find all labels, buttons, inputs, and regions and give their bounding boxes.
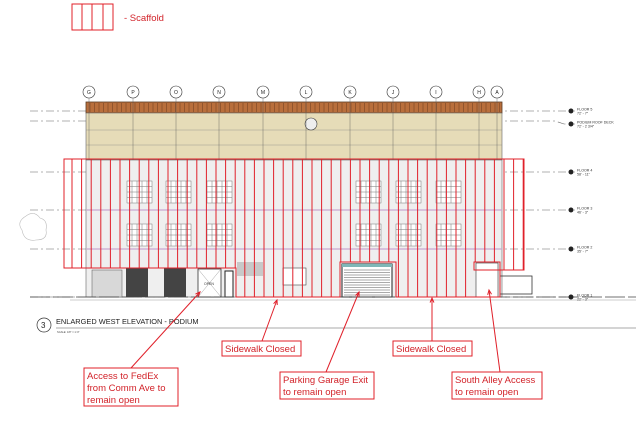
callout-sidewalk2-text: Sidewalk Closed	[396, 344, 466, 355]
garage-door	[341, 263, 393, 298]
ground-wall	[91, 269, 123, 298]
level-name: PODIUM ROOF DECK	[577, 121, 614, 125]
level-marker-icon	[568, 169, 574, 175]
legend: - Scaffold	[71, 3, 164, 31]
arrowhead-icon	[273, 298, 278, 306]
level-marker-icon	[568, 108, 574, 114]
arrowhead-icon	[487, 288, 492, 295]
grid-label: I	[435, 90, 436, 96]
level-name: FLOOR 5	[577, 108, 592, 112]
level-elevation: 22' - 3"	[577, 298, 589, 302]
building-elevation: OPEN	[19, 101, 636, 301]
grid-label: J	[392, 90, 395, 96]
louver	[237, 262, 263, 276]
grid-label: K	[348, 90, 352, 96]
grid-label: L	[305, 90, 308, 96]
level-elevation: 46' - 3"	[577, 211, 589, 215]
view-title-text: ENLARGED WEST ELEVATION - PODIUM	[56, 317, 199, 326]
level-name: FLOOR 3	[577, 207, 592, 211]
callout-leader	[488, 289, 501, 373]
grid-label: H	[477, 90, 481, 96]
callout-garage-text: to remain open	[283, 387, 346, 398]
alley-door	[475, 262, 499, 298]
grid-label: P	[131, 90, 135, 96]
callout-box	[279, 371, 375, 400]
legend-label: - Scaffold	[124, 13, 164, 24]
level-marker-icon	[568, 246, 574, 252]
grid-label: G	[87, 90, 91, 96]
fedex-door: OPEN	[197, 268, 234, 298]
level-elevation: 72' - 7"	[577, 112, 589, 116]
storefront	[164, 268, 186, 297]
view-scale: SCALE: 1/8" = 1'-0"	[57, 330, 80, 334]
callout-leader	[261, 299, 278, 342]
arrowhead-icon	[195, 291, 201, 297]
callout-box	[221, 340, 302, 357]
callout-alley-text: South Alley Access	[455, 375, 536, 386]
callout-leader	[325, 291, 360, 373]
grid-label: M	[261, 90, 265, 96]
railing	[499, 275, 533, 295]
grid-label: N	[217, 90, 221, 96]
grid-label: O	[174, 90, 178, 96]
tree-icon	[19, 213, 47, 241]
callout-garage-text: Parking Garage Exit	[283, 375, 368, 386]
callout-fedex-text: from Comm Ave to	[87, 383, 166, 394]
callout-fedex-text: remain open	[87, 395, 140, 406]
upper-facade	[85, 112, 503, 161]
grid-label: A	[495, 90, 499, 96]
door-label: OPEN	[204, 282, 214, 286]
level-name: FLOOR 1	[577, 294, 592, 298]
level-elevation: 58' - 11"	[577, 173, 591, 177]
section-marker-icon	[304, 117, 318, 131]
arrowhead-icon	[355, 290, 360, 298]
level-marker-icon	[568, 294, 574, 300]
scaffold	[63, 158, 525, 298]
level-elevation: 35' - 7"	[577, 250, 589, 254]
callout-alley-text: to remain open	[455, 387, 518, 398]
level-name: FLOOR 2	[577, 246, 592, 250]
view-title: 3 ENLARGED WEST ELEVATION - PODIUM SCALE…	[36, 317, 636, 334]
callout-sidewalk1-text: Sidewalk Closed	[225, 344, 295, 355]
storefront	[126, 268, 148, 297]
callout-fedex-text: Access to FedEx	[87, 371, 159, 382]
level-name: FLOOR 4	[577, 169, 592, 173]
callout-box	[451, 371, 543, 400]
level-marker-icon	[568, 207, 574, 213]
level-marker-icon	[568, 121, 574, 127]
view-number: 3	[41, 321, 46, 330]
arrowhead-icon	[429, 296, 435, 303]
level-elevation: 72' - 2 3/4"	[577, 125, 595, 129]
callout-leader	[130, 291, 201, 369]
